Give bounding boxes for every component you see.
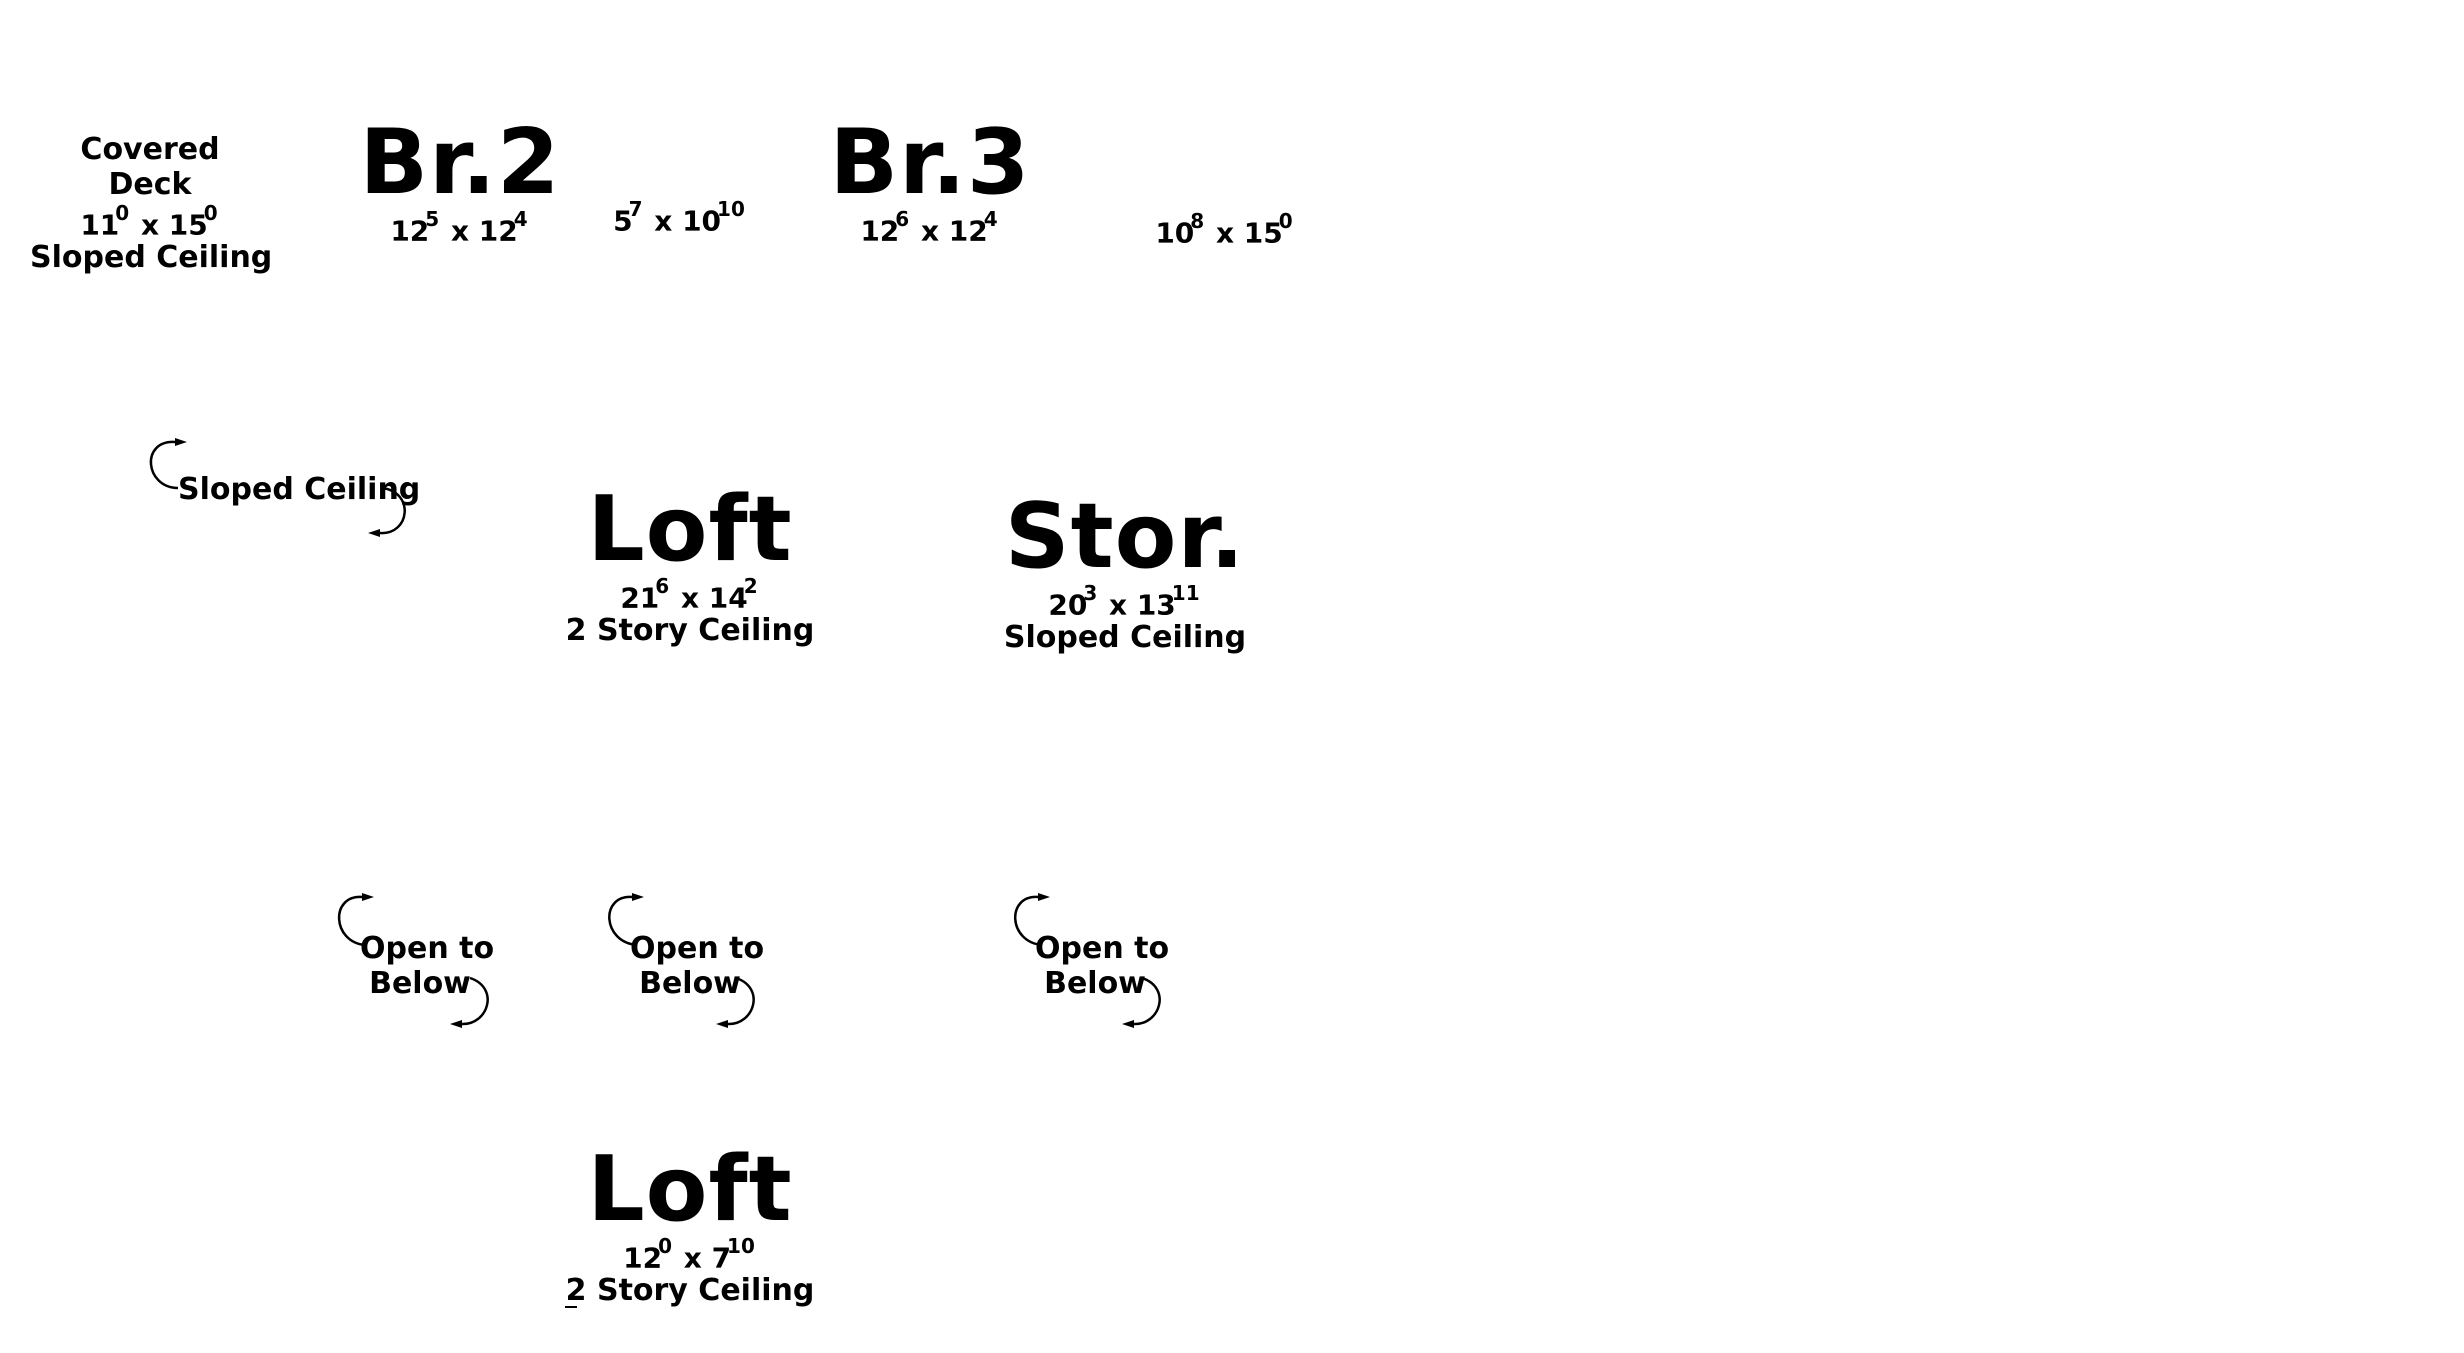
dim-separator: x xyxy=(1109,588,1128,622)
room-bath: 57 x 1010 xyxy=(600,198,760,237)
callout-line2: Below xyxy=(1044,965,1146,1001)
dim-length: 13 xyxy=(1136,588,1176,622)
dim-width-inches: 3 xyxy=(1083,581,1098,605)
room-br2: Br.2 125 x 124 xyxy=(330,118,590,247)
callout-text: Sloped Ceiling xyxy=(178,472,421,507)
dim-width-inches: 5 xyxy=(425,207,440,231)
dim-width-inches: 0 xyxy=(115,201,130,225)
dim-length: 12 xyxy=(948,214,988,248)
dim-length-inches: 10 xyxy=(727,1234,755,1258)
leader-arrow-end xyxy=(727,976,755,1026)
arrowhead xyxy=(450,1020,462,1028)
room-note: Sloped Ceiling xyxy=(30,240,273,276)
callout-line1: Open to xyxy=(630,931,765,966)
dim-separator: x xyxy=(683,1241,702,1275)
dim-length: 12 xyxy=(478,214,518,248)
room-title: Covered Deck xyxy=(30,132,270,202)
room-title: Br.2 xyxy=(359,110,561,215)
room-right: 108 x 150 xyxy=(1140,210,1310,249)
arrowhead xyxy=(362,893,374,901)
callout-line1: Open to xyxy=(360,931,495,966)
leader-arrow-end xyxy=(461,976,489,1026)
dim-length-inches: 11 xyxy=(1171,581,1200,605)
leader-arrow-start xyxy=(608,895,638,947)
callout-line2: Below xyxy=(639,965,741,1001)
dim-width: 12 xyxy=(623,1241,663,1275)
room-dimensions: 108 x 150 xyxy=(1140,210,1310,249)
dim-width: 21 xyxy=(620,581,660,615)
dim-width: 12 xyxy=(390,214,430,248)
dim-separator: x xyxy=(920,214,940,248)
arrowhead xyxy=(175,438,187,446)
dim-length: 15 xyxy=(1243,216,1283,250)
dim-width: 12 xyxy=(860,214,900,248)
room-dimensions: 216 x 142 xyxy=(560,575,820,614)
dim-length: 14 xyxy=(708,581,748,615)
room-loft-upper: Loft 216 x 142 2 Story Ceiling xyxy=(560,485,820,649)
callout-line1: Open to xyxy=(1035,931,1170,966)
dim-separator: x xyxy=(140,208,160,242)
callout-open-below-3: Open to Below xyxy=(1035,931,1169,1001)
room-covered-deck: Covered Deck 110 x 150 Sloped Ceiling xyxy=(30,132,273,276)
dim-length: 10 xyxy=(682,204,722,238)
room-loft-lower: Loft 120 x 710 2 Story Ceiling xyxy=(560,1145,820,1309)
callout-open-below-1: Open to Below xyxy=(360,931,494,1001)
room-note: 2 Story Ceiling xyxy=(565,1273,815,1309)
room-title-line2: Deck xyxy=(108,166,192,202)
room-dimensions: 110 x 150 xyxy=(30,202,270,241)
room-dimensions: 120 x 710 xyxy=(560,1235,820,1274)
dim-length: 7 xyxy=(711,1241,732,1275)
arrowhead xyxy=(632,893,644,901)
dim-width: 10 xyxy=(1155,216,1195,250)
arrowhead xyxy=(1122,1020,1134,1028)
dim-length-inches: 2 xyxy=(743,574,758,598)
room-title-line1: Covered xyxy=(80,132,220,167)
dim-length-inches: 0 xyxy=(203,201,218,225)
dim-separator: x xyxy=(680,581,700,615)
leader-arrow-end xyxy=(1133,976,1161,1026)
callout-line2: Below xyxy=(369,965,471,1001)
leader-arrow-start xyxy=(149,440,179,490)
dim-length: 15 xyxy=(168,208,208,242)
dim-length-inches: 10 xyxy=(717,197,745,221)
room-br3: Br.3 126 x 124 xyxy=(800,118,1060,247)
room-title: Stor. xyxy=(1004,484,1246,589)
callout-sloped-ceiling: Sloped Ceiling xyxy=(178,472,421,508)
room-title: Loft xyxy=(587,1137,793,1242)
room-storage: Stor. 203 x 1311 Sloped Ceiling xyxy=(990,492,1260,656)
leader-arrow-start xyxy=(337,895,366,947)
dim-separator: x xyxy=(450,214,470,248)
dim-width: 5 xyxy=(613,204,633,238)
dim-width: 20 xyxy=(1048,588,1088,622)
dim-width-inches: 6 xyxy=(655,574,670,598)
dim-width-inches: 7 xyxy=(628,197,643,221)
room-dimensions: 57 x 1010 xyxy=(600,198,760,237)
dim-length-inches: 4 xyxy=(983,207,998,231)
room-dimensions: 125 x 124 xyxy=(330,208,590,247)
arrowhead xyxy=(716,1020,728,1028)
callout-open-below-2: Open to Below xyxy=(630,931,764,1001)
room-dimensions: 126 x 124 xyxy=(800,208,1060,247)
room-title: Loft xyxy=(587,477,793,582)
dim-width-inches: 8 xyxy=(1190,209,1205,233)
arrowhead xyxy=(368,529,380,537)
dim-width-inches: 6 xyxy=(895,207,910,231)
dim-separator: x xyxy=(1215,216,1235,250)
room-title: Br.3 xyxy=(829,110,1031,215)
dim-separator: x xyxy=(654,204,673,238)
room-note: Sloped Ceiling xyxy=(1003,620,1247,656)
arrowhead xyxy=(1038,893,1050,901)
dim-length-inches: 0 xyxy=(1278,209,1293,233)
leader-arrow-start xyxy=(1014,895,1043,947)
dim-width: 11 xyxy=(80,208,120,242)
room-dimensions: 203 x 1311 xyxy=(990,582,1260,621)
leader-arrow-end xyxy=(379,486,406,535)
dim-width-inches: 0 xyxy=(658,1234,672,1258)
dim-length-inches: 4 xyxy=(513,207,528,231)
room-note: 2 Story Ceiling xyxy=(565,613,815,649)
